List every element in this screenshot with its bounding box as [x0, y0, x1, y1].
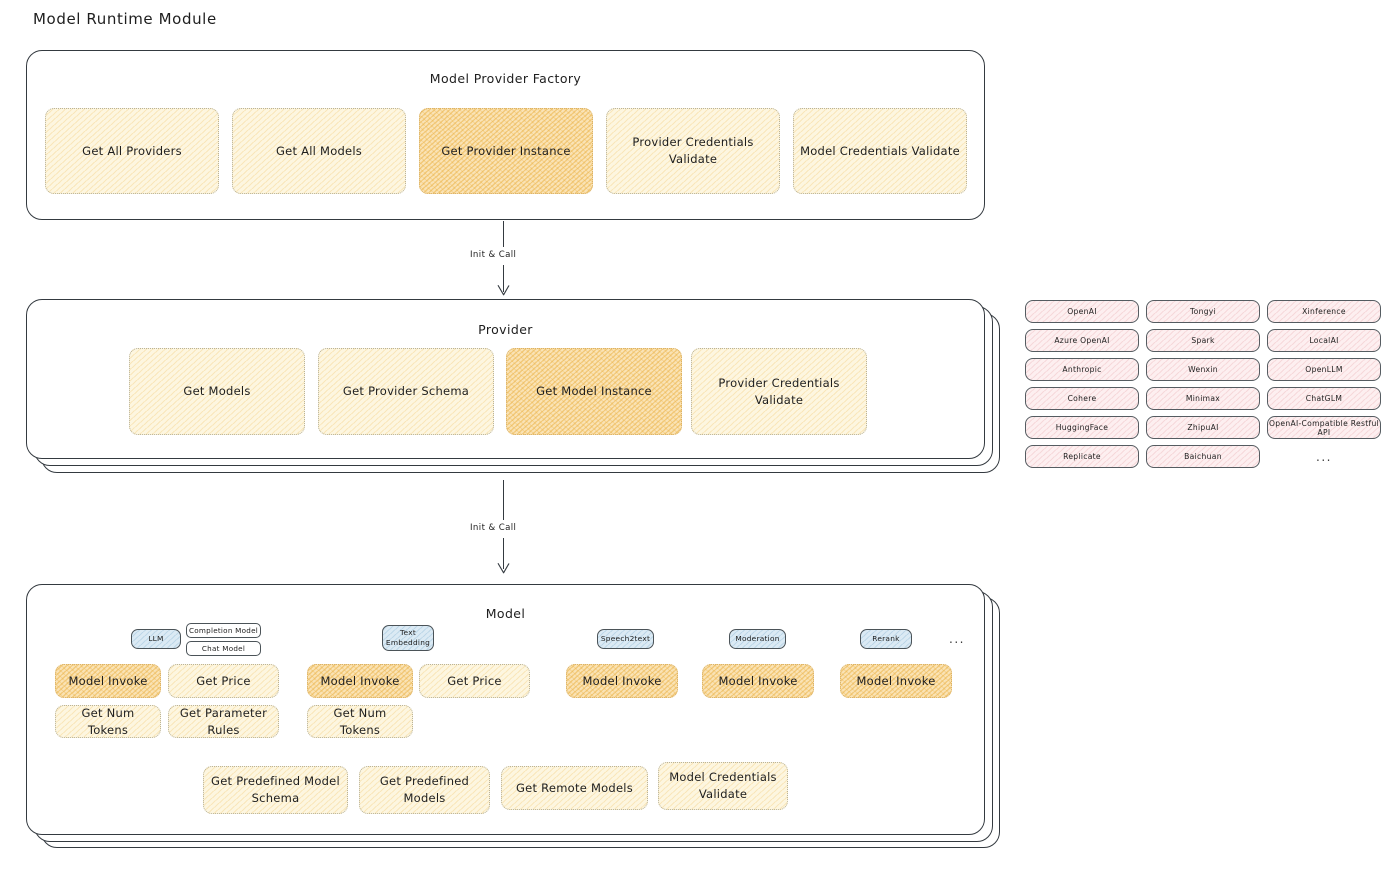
- model-common-box-get-predefined-models[interactable]: Get Predefined Models: [359, 766, 490, 814]
- provider-chip-cohere[interactable]: Cohere: [1025, 387, 1139, 410]
- page-title: Model Runtime Module: [33, 10, 217, 28]
- provider-title: Provider: [478, 322, 533, 337]
- provider-chip-openai[interactable]: OpenAI: [1025, 300, 1139, 323]
- provider-box-get-models[interactable]: Get Models: [129, 348, 305, 435]
- provider-chip-minimax[interactable]: Minimax: [1146, 387, 1260, 410]
- provider-box-provider-credentials-validate[interactable]: Provider Credentials Validate: [691, 348, 867, 435]
- provider-chip-tongyi[interactable]: Tongyi: [1146, 300, 1260, 323]
- arrow-head-icon-2: [497, 563, 510, 574]
- model-text-embedding-box-get-price[interactable]: Get Price: [419, 664, 530, 698]
- provider-box-get-model-instance[interactable]: Get Model Instance: [506, 348, 682, 435]
- model-types-more: ...: [949, 632, 965, 646]
- model-common-box-get-predefined-model-schema[interactable]: Get Predefined Model Schema: [203, 766, 348, 814]
- factory-box-model-credentials-validate[interactable]: Model Credentials Validate: [793, 108, 967, 194]
- arrow-head-icon: [497, 285, 510, 296]
- provider-list-more: ...: [1316, 449, 1332, 464]
- provider-chip-spark[interactable]: Spark: [1146, 329, 1260, 352]
- provider-chip-openllm[interactable]: OpenLLM: [1267, 358, 1381, 381]
- model-llm-box-get-num-tokens[interactable]: Get Num Tokens: [55, 705, 161, 738]
- model-llm-box-get-parameter-rules[interactable]: Get Parameter Rules: [168, 705, 279, 738]
- model-title: Model: [485, 606, 526, 621]
- provider-chip-huggingface[interactable]: HuggingFace: [1025, 416, 1139, 439]
- model-llm-box-get-price[interactable]: Get Price: [168, 664, 279, 698]
- model-subtag-chat-model[interactable]: Chat Model: [186, 641, 261, 656]
- model-type-tag-rerank[interactable]: Rerank: [860, 629, 912, 649]
- arrow-label-init-and-call: Init & Call: [470, 250, 517, 260]
- model-moderation-box-model-invoke[interactable]: Model Invoke: [702, 664, 814, 698]
- model-rerank-box-model-invoke[interactable]: Model Invoke: [840, 664, 952, 698]
- factory-box-get-all-models[interactable]: Get All Models: [232, 108, 406, 194]
- provider-chip-chatglm[interactable]: ChatGLM: [1267, 387, 1381, 410]
- provider-chip-baichuan[interactable]: Baichuan: [1146, 445, 1260, 468]
- model-llm-box-model-invoke[interactable]: Model Invoke: [55, 664, 161, 698]
- model-section: Model LLM Completion Model Chat Model Te…: [26, 584, 985, 835]
- arrow-label-init-and-call-2: Init & Call: [470, 523, 517, 533]
- model-text-embedding-box-get-num-tokens[interactable]: Get Num Tokens: [307, 705, 413, 738]
- model-speech2text-box-model-invoke[interactable]: Model Invoke: [566, 664, 678, 698]
- provider-box-get-provider-schema[interactable]: Get Provider Schema: [318, 348, 494, 435]
- model-provider-factory-title: Model Provider Factory: [429, 71, 582, 86]
- provider-chip-wenxin[interactable]: Wenxin: [1146, 358, 1260, 381]
- provider-chip-azure-openai[interactable]: Azure OpenAI: [1025, 329, 1139, 352]
- model-common-box-get-remote-models[interactable]: Get Remote Models: [501, 766, 648, 810]
- provider-section: Provider Get Models Get Provider Schema …: [26, 299, 985, 459]
- provider-chip-anthropic[interactable]: Anthropic: [1025, 358, 1139, 381]
- model-type-tag-text-embedding[interactable]: Text Embedding: [382, 625, 434, 651]
- provider-chip-openai-compatible-restful-api[interactable]: OpenAI-Compatible Restful API: [1267, 416, 1381, 439]
- model-type-tag-moderation[interactable]: Moderation: [729, 629, 786, 649]
- model-type-tag-speech2text[interactable]: Speech2text: [597, 629, 654, 649]
- factory-box-provider-credentials-validate[interactable]: Provider Credentials Validate: [606, 108, 780, 194]
- factory-box-get-provider-instance[interactable]: Get Provider Instance: [419, 108, 593, 194]
- provider-chip-localai[interactable]: LocalAI: [1267, 329, 1381, 352]
- arrow-provider-to-model: Init & Call: [470, 480, 550, 580]
- model-common-box-model-credentials-validate[interactable]: Model Credentials Validate: [658, 762, 788, 810]
- provider-chip-xinference[interactable]: Xinference: [1267, 300, 1381, 323]
- provider-chip-replicate[interactable]: Replicate: [1025, 445, 1139, 468]
- model-text-embedding-box-model-invoke[interactable]: Model Invoke: [307, 664, 413, 698]
- model-provider-factory-section: Model Provider Factory Get All Providers…: [26, 50, 985, 220]
- factory-box-get-all-providers[interactable]: Get All Providers: [45, 108, 219, 194]
- model-type-tag-llm[interactable]: LLM: [131, 629, 181, 649]
- provider-chip-zhipuai[interactable]: ZhipuAI: [1146, 416, 1260, 439]
- provider-list: OpenAI Azure OpenAI Anthropic Cohere Hug…: [1025, 300, 1381, 476]
- model-subtag-completion-model[interactable]: Completion Model: [186, 623, 261, 638]
- arrow-factory-to-provider: Init & Call: [470, 221, 550, 299]
